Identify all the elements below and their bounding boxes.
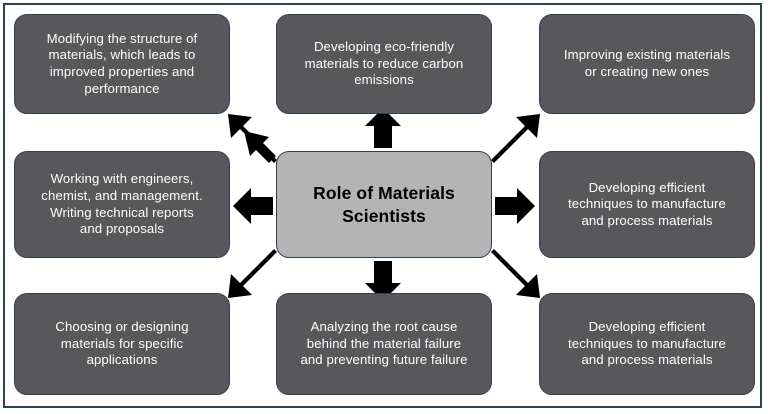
node-middle-right[interactable]: Developing efficient techniques to manuf… xyxy=(539,151,755,258)
node-top-center[interactable]: Developing eco-friendly materials to red… xyxy=(276,14,492,114)
node-top-right-label: Improving existing materials or creating… xyxy=(563,47,731,79)
node-bottom-center-label: Analyzing the root cause behind the mate… xyxy=(300,319,468,368)
node-bottom-right-label: Developing efficient techniques to manuf… xyxy=(568,319,726,368)
node-middle-left[interactable]: Working with engineers, chemist, and man… xyxy=(14,151,230,258)
node-bottom-center[interactable]: Analyzing the root cause behind the mate… xyxy=(276,293,492,395)
node-bottom-left-label: Choosing or designing materials for spec… xyxy=(55,319,189,368)
node-center-role-of-materials-scientists[interactable]: Role of Materials Scientists xyxy=(276,151,492,258)
node-top-right[interactable]: Improving existing materials or creating… xyxy=(539,14,755,114)
node-bottom-left[interactable]: Choosing or designing materials for spec… xyxy=(14,293,230,395)
node-bottom-right[interactable]: Developing efficient techniques to manuf… xyxy=(539,293,755,395)
node-center-label: Role of Materials Scientists xyxy=(313,183,455,226)
node-middle-left-label: Working with engineers, chemist, and man… xyxy=(41,171,203,237)
node-top-left[interactable]: Modifying the structure of materials, wh… xyxy=(14,14,230,114)
node-middle-right-label: Developing efficient techniques to manuf… xyxy=(568,179,726,228)
node-top-left-label: Modifying the structure of materials, wh… xyxy=(46,30,198,96)
node-top-center-label: Developing eco-friendly materials to red… xyxy=(304,39,464,88)
